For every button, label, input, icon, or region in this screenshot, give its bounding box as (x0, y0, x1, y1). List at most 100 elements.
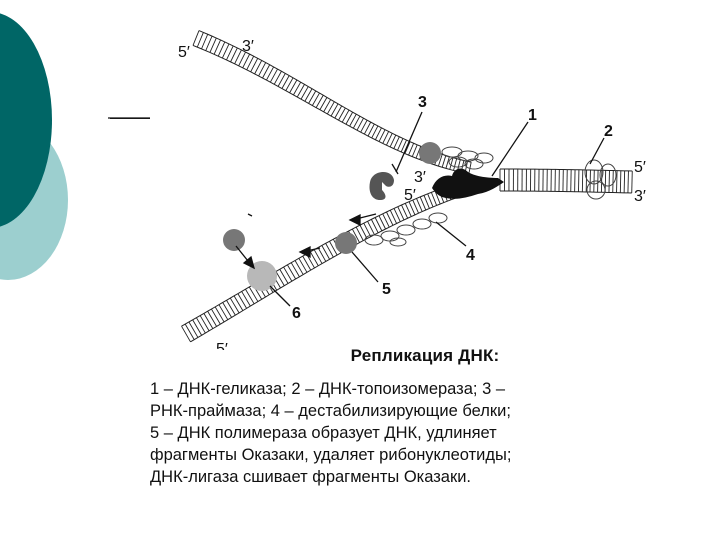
strand-hatch (345, 111, 354, 125)
strand-hatch (415, 146, 422, 159)
binding-proteins-upper (441, 146, 494, 170)
arrows (235, 213, 377, 270)
callout-6: 6 (292, 305, 301, 322)
strand-hatch (294, 260, 304, 275)
strand-hatch (393, 208, 401, 222)
strand-hatch (226, 300, 236, 316)
strand-hatch (631, 170, 633, 194)
strand-hatch (389, 134, 397, 148)
strand-hatch (404, 141, 411, 154)
strand-hatch (352, 115, 361, 129)
label-top-left-3: 3′ (242, 38, 254, 55)
callout-2: 2 (604, 123, 613, 140)
strand-hatch (382, 131, 390, 144)
strand-hatch (192, 30, 200, 46)
strand-hatch (317, 247, 327, 262)
strand-hatch (207, 311, 217, 327)
strand-hatch (449, 157, 454, 170)
strand-hatch (300, 86, 309, 100)
strand-hatch (269, 68, 278, 83)
strand-edge-inner (181, 179, 469, 327)
callout-5: 5 (382, 281, 391, 298)
strand-hatch (181, 325, 191, 343)
strand-hatch (290, 262, 300, 277)
strand-hatch (616, 170, 618, 193)
lower-lagging-strand (181, 179, 473, 343)
strand-hatch (313, 249, 323, 264)
strand-hatch (375, 127, 382, 140)
strand-hatch (258, 62, 267, 77)
strand-hatch (287, 264, 297, 280)
strand-hatch (378, 129, 386, 142)
strand-hatch (367, 221, 375, 235)
strand-hatch (408, 143, 415, 156)
strand-hatch (627, 170, 629, 193)
strand-hatch (237, 293, 247, 309)
strand-hatch (412, 199, 419, 214)
strand-hatch (209, 37, 217, 53)
strand-hatch (434, 190, 441, 205)
strand-hatch (250, 58, 259, 73)
polymerase-ball-lower (335, 232, 357, 254)
strand-hatch (245, 288, 255, 305)
strand-hatch (351, 228, 360, 243)
caption-line-3: 5 – ДНК полимераза образует ДНК, удлиняе… (150, 424, 497, 442)
strand-hatch (441, 155, 447, 168)
strand-hatch (226, 45, 234, 61)
strand-hatch (408, 201, 416, 216)
label-right-3: 3′ (634, 188, 646, 205)
strand-hatch (214, 306, 225, 323)
strand-hatch (248, 286, 259, 302)
strand-hatch (277, 73, 286, 87)
strand-hatch (184, 323, 195, 340)
strand-hatch (330, 103, 339, 117)
strand-hatch (356, 117, 364, 131)
helicase-shape (432, 168, 504, 199)
strand-hatch (386, 211, 394, 226)
strand-hatch (321, 245, 330, 260)
strand-hatch (285, 77, 294, 91)
strand-hatch (623, 170, 626, 193)
strand-hatch (196, 32, 204, 48)
strand-hatch (416, 198, 423, 212)
strand-hatch (608, 170, 610, 193)
strand-hatch (312, 92, 320, 106)
strand-hatch (188, 321, 199, 338)
strand-hatch (218, 304, 229, 320)
strand-hatch (363, 121, 372, 135)
strand-hatch (315, 95, 324, 108)
caption-title: Репликация ДНК: (350, 346, 500, 365)
dna-replication-diagram: 5′ 3′ 3′ 5′ 5′ 3′ 5′ 3 1 2 4 5 6 (108, 30, 646, 350)
label-right-5: 5′ (634, 159, 646, 176)
strand-hatch (397, 206, 405, 221)
strand-hatch (229, 297, 240, 314)
strand-hatch (203, 313, 214, 329)
callout-leaders (108, 111, 605, 307)
strand-hatch (371, 125, 379, 139)
deco-dark-circle (0, 13, 52, 227)
strand-hatch (205, 35, 213, 51)
strand-edge-outer (499, 190, 632, 194)
double-helix-right (499, 168, 633, 194)
strand-hatch (404, 203, 412, 217)
caption-line-5: ДНК-лигаза сшивает фрагменты Оказаки. (150, 468, 471, 486)
polymerase-ball-left (223, 229, 245, 251)
strand-hatch (612, 170, 614, 193)
strand-hatch (400, 139, 407, 153)
callout-1: 1 (528, 107, 537, 124)
strand-hatch (211, 308, 221, 325)
strand-hatch (293, 81, 302, 96)
strand-hatch (419, 196, 427, 211)
strand-hatch (309, 251, 319, 266)
strand-hatch (445, 156, 450, 169)
strand-hatch (378, 215, 386, 230)
callout-3: 3 (418, 94, 427, 111)
label-bottom-left-5: 5′ (216, 341, 228, 350)
strand-hatch (196, 317, 206, 334)
strand-hatch (283, 266, 293, 282)
strand-hatch (326, 101, 335, 115)
label-fork-3: 3′ (414, 169, 426, 186)
strand-hatch (308, 90, 317, 104)
strand-hatch (298, 258, 308, 273)
strand-hatch (367, 123, 375, 137)
